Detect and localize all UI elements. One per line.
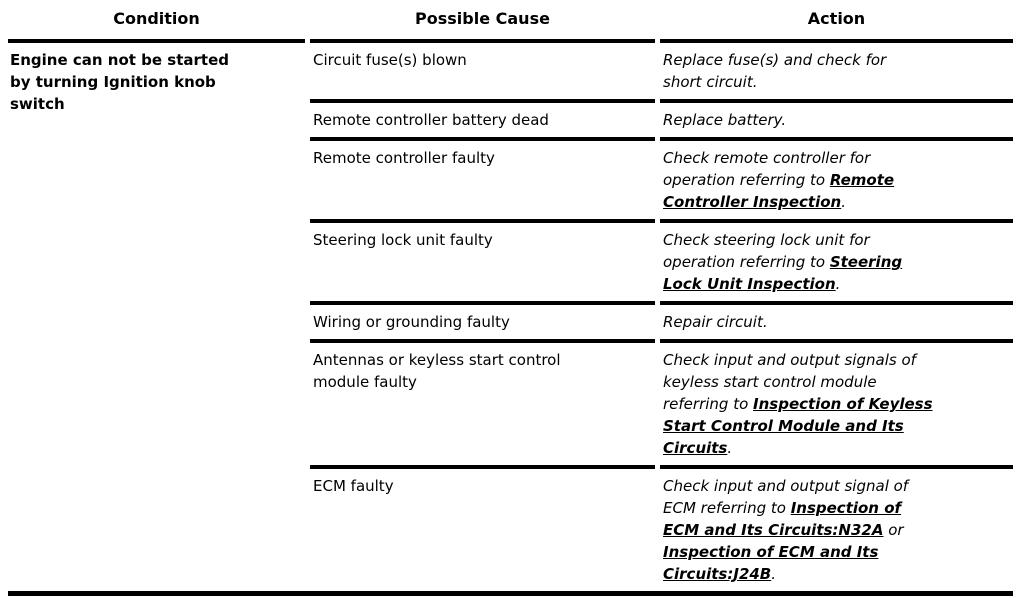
action-text: . <box>727 439 733 457</box>
action-text: . <box>841 193 847 211</box>
possible-cause-cell: Circuit fuse(s) blown <box>310 43 655 103</box>
column-header-action: Action <box>660 0 1013 43</box>
possible-cause-cell: Remote controller battery dead <box>310 103 655 141</box>
action-cell: Replace battery. <box>660 103 1013 141</box>
possible-cause-cell: ECM faulty <box>313 477 394 495</box>
column-header-possible-cause: Possible Cause <box>310 0 655 43</box>
action-text: . <box>835 275 841 293</box>
possible-cause-cell: Remote controller faulty <box>310 141 655 223</box>
action-cell: Repair circuit. <box>660 305 1013 343</box>
table-grid: Condition Possible Cause Action Engine c… <box>8 0 1013 591</box>
action-text: Repair circuit. <box>663 313 768 331</box>
column-header-condition: Condition <box>8 0 305 43</box>
table-bottom-border <box>8 591 1013 596</box>
action-text: . <box>771 565 777 583</box>
action-text: or <box>883 521 904 539</box>
diagnostic-table: Condition Possible Cause Action Engine c… <box>8 0 1013 596</box>
possible-cause-cell: Steering lock unit faulty <box>310 223 655 305</box>
action-text: Replace battery. <box>663 111 787 129</box>
possible-cause-cell: Wiring or grounding faulty <box>310 305 655 343</box>
